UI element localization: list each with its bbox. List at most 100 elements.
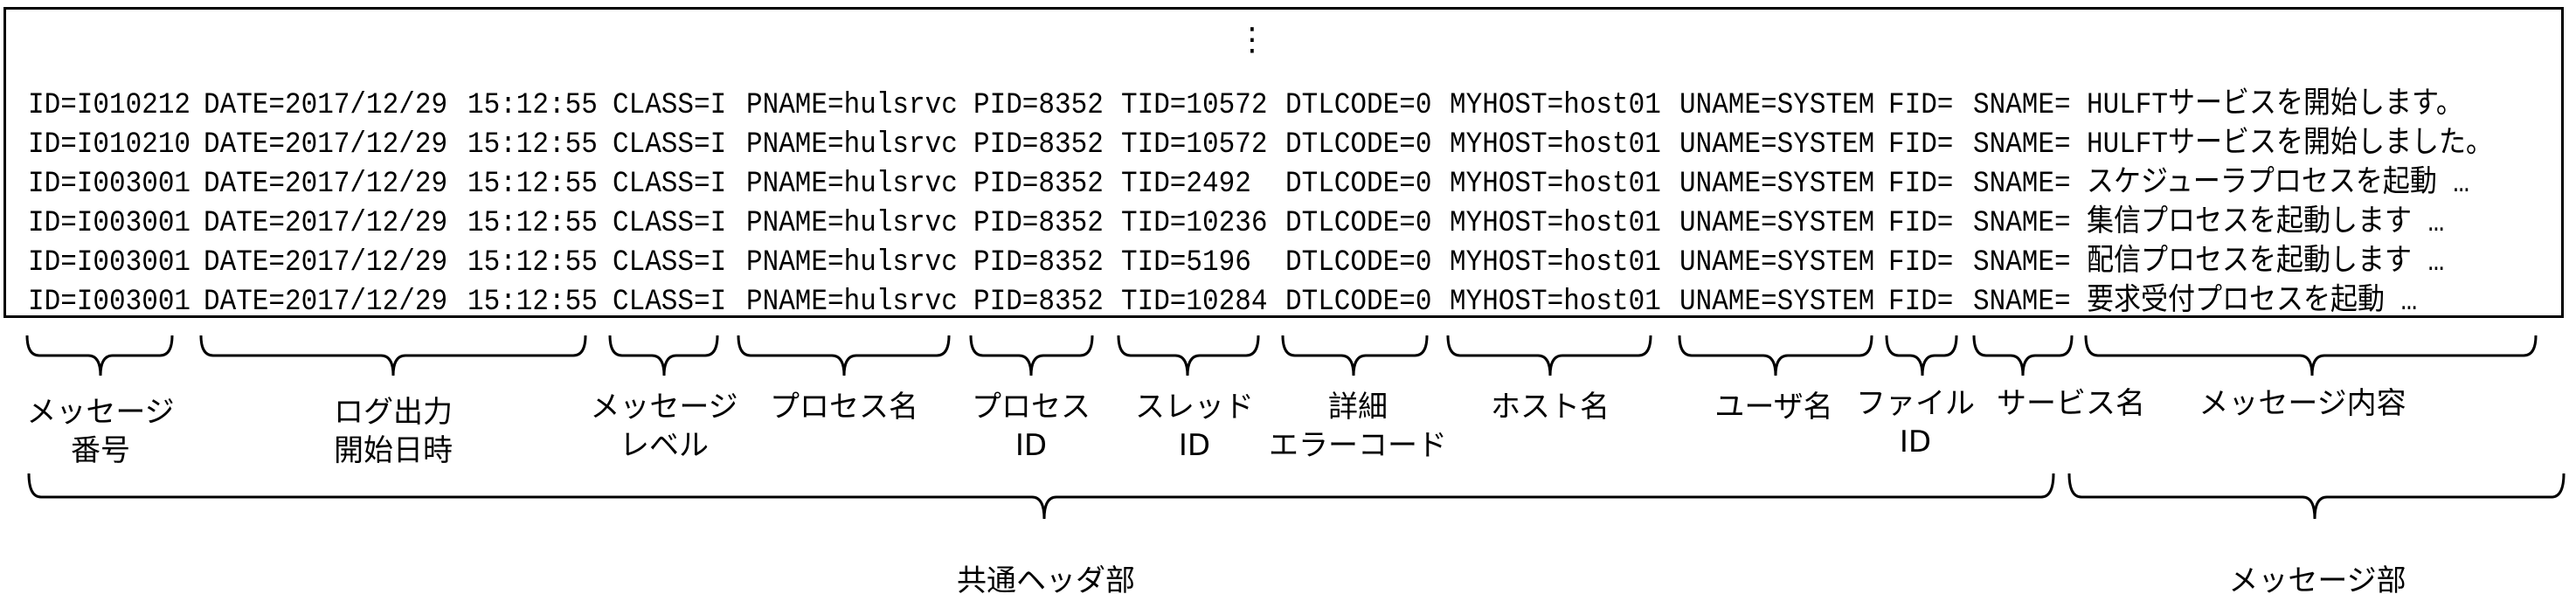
log-field-dtlcode: DTLCODE=0 — [1285, 87, 1432, 123]
log-field-date: DATE=2017/12/29 — [204, 127, 448, 162]
process-id-brace — [969, 335, 1094, 376]
label-line: スレッド — [1135, 390, 1254, 425]
log-field-date: DATE=2017/12/29 — [204, 87, 448, 123]
log-field-date: DATE=2017/12/29 — [204, 284, 448, 320]
label-line: 詳細 — [1328, 390, 1388, 425]
log-field-tid: TID=10572 — [1121, 127, 1268, 162]
log-field-time: 15:12:55 — [467, 127, 598, 162]
log-field-time: 15:12:55 — [467, 245, 598, 280]
log-field-fid: FID= — [1888, 205, 1954, 241]
log-field-sname: SNAME= — [1973, 205, 2071, 241]
label-line: レベル — [619, 428, 709, 463]
log-field-time: 15:12:55 — [467, 166, 598, 202]
log-field-date: DATE=2017/12/29 — [204, 205, 448, 241]
log-field-id: ID=I010212 — [28, 87, 191, 123]
log-field-uname: UNAME=SYSTEM — [1679, 166, 1875, 202]
log-field-pid: PID=8352 — [973, 87, 1104, 123]
log-field-pid: PID=8352 — [973, 284, 1104, 320]
label-line: メッセージ — [590, 390, 738, 425]
label-line: 番号 — [70, 433, 130, 468]
log-field-id: ID=I003001 — [28, 245, 191, 280]
message-part-label: メッセージ部 — [2228, 563, 2406, 598]
log-field-tid: TID=5196 — [1121, 245, 1251, 280]
label-line: ログ出力 — [334, 395, 453, 430]
log-field-uname: UNAME=SYSTEM — [1679, 205, 1875, 241]
label-detail-error-code: 詳細エラーコード — [1269, 388, 1447, 465]
log-field-sname: SNAME= — [1973, 166, 2071, 202]
log-field-pname: PNAME=hulsrvc — [746, 245, 958, 280]
log-field-fid: FID= — [1888, 245, 1954, 280]
log-field-message: HULFTサービスを開始します。 — [2087, 87, 2463, 123]
service-name-brace — [1972, 335, 2074, 376]
log-field-id: ID=I003001 — [28, 166, 191, 202]
log-field-sname: SNAME= — [1973, 245, 2071, 280]
log-field-uname: UNAME=SYSTEM — [1679, 127, 1875, 162]
log-field-class: CLASS=I — [613, 127, 727, 162]
label-process-name: プロセス名 — [770, 388, 918, 426]
log-field-pid: PID=8352 — [973, 205, 1104, 241]
log-field-tid: TID=2492 — [1121, 166, 1251, 202]
thread-id-brace — [1117, 335, 1260, 376]
message-number-brace — [25, 335, 174, 376]
label-line: ID — [1014, 428, 1048, 463]
log-field-fid: FID= — [1888, 87, 1954, 123]
log-field-myhost: MYHOST=host01 — [1450, 127, 1661, 162]
label-line: ID — [1899, 425, 1932, 459]
label-line: プロセス — [972, 390, 1091, 425]
log-field-class: CLASS=I — [613, 245, 727, 280]
log-field-class: CLASS=I — [613, 205, 727, 241]
log-field-message: 要求受付プロセスを起動 … — [2087, 284, 2418, 320]
log-field-pname: PNAME=hulsrvc — [746, 87, 958, 123]
label-line: ホスト名 — [1491, 390, 1610, 425]
log-field-date: DATE=2017/12/29 — [204, 166, 448, 202]
log-field-pname: PNAME=hulsrvc — [746, 205, 958, 241]
log-field-class: CLASS=I — [613, 284, 727, 320]
log-field-message: 配信プロセスを起動します … — [2087, 245, 2445, 280]
log-field-myhost: MYHOST=host01 — [1450, 284, 1661, 320]
log-field-time: 15:12:55 — [467, 284, 598, 320]
label-line: ファイル — [1856, 386, 1975, 421]
label-line: プロセス名 — [770, 390, 918, 425]
label-line: サービス名 — [1997, 386, 2145, 421]
log-field-message: HULFTサービスを開始しました。 — [2087, 127, 2494, 162]
label-host-name: ホスト名 — [1491, 388, 1610, 426]
log-field-fid: FID= — [1888, 166, 1954, 202]
log-field-fid: FID= — [1888, 127, 1954, 162]
vertical-ellipsis: ⋮ — [1236, 22, 1268, 58]
log-field-sname: SNAME= — [1973, 87, 2071, 123]
label-line: メッセージ内容 — [2199, 386, 2406, 421]
log-field-class: CLASS=I — [613, 87, 727, 123]
label-file-id: ファイル ID — [1856, 384, 1975, 461]
log-field-myhost: MYHOST=host01 — [1450, 205, 1661, 241]
file-id-brace — [1885, 335, 1958, 376]
log-field-uname: UNAME=SYSTEM — [1679, 87, 1875, 123]
log-field-tid: TID=10572 — [1121, 87, 1268, 123]
label-line: ユーザ名 — [1714, 390, 1833, 425]
log-field-message: 集信プロセスを起動します … — [2087, 205, 2445, 241]
label-line: ID — [1178, 428, 1211, 463]
log-field-id: ID=I003001 — [28, 205, 191, 241]
message-part-brace — [2067, 473, 2566, 520]
log-field-time: 15:12:55 — [467, 205, 598, 241]
process-name-brace — [737, 335, 951, 376]
log-field-pname: PNAME=hulsrvc — [746, 284, 958, 320]
log-field-sname: SNAME= — [1973, 127, 2071, 162]
log-field-pid: PID=8352 — [973, 245, 1104, 280]
host-name-brace — [1446, 335, 1652, 376]
label-service-name: サービス名 — [1997, 384, 2145, 423]
log-field-sname: SNAME= — [1973, 284, 2071, 320]
common-header-brace — [27, 473, 2055, 520]
log-field-time: 15:12:55 — [467, 87, 598, 123]
common-header-label: 共通ヘッダ部 — [957, 563, 1135, 598]
log-field-myhost: MYHOST=host01 — [1450, 166, 1661, 202]
log-field-message: スケジューラプロセスを起動 … — [2087, 166, 2470, 202]
log-field-pname: PNAME=hulsrvc — [746, 127, 958, 162]
log-field-date: DATE=2017/12/29 — [204, 245, 448, 280]
log-field-dtlcode: DTLCODE=0 — [1285, 166, 1432, 202]
label-message-number: メッセージ番号 — [26, 393, 174, 470]
log-field-class: CLASS=I — [613, 166, 727, 202]
log-field-id: ID=I010210 — [28, 127, 191, 162]
label-line: エラーコード — [1269, 428, 1447, 463]
